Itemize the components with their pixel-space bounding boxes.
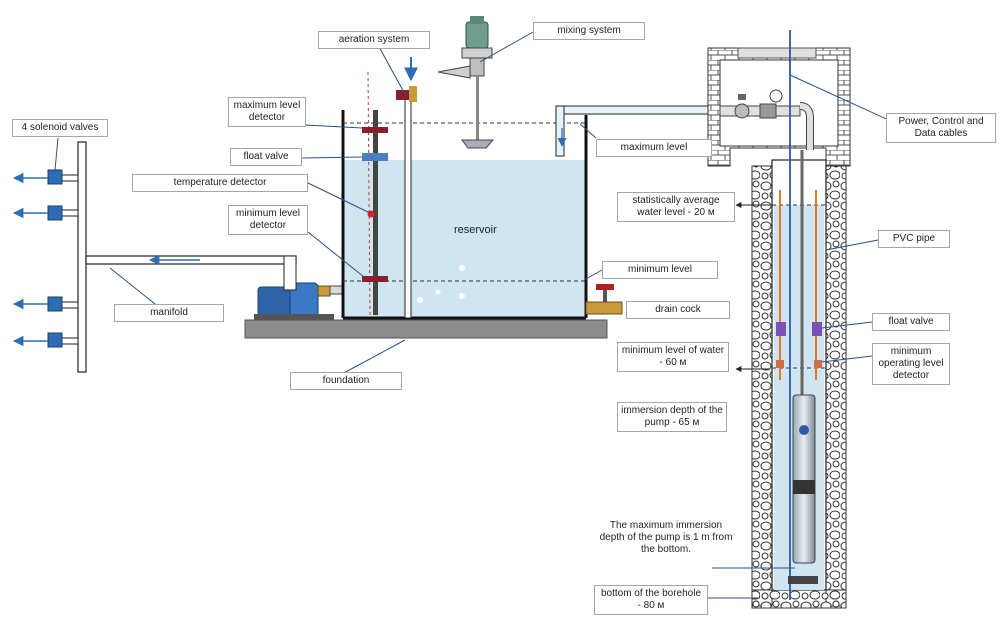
immersion-depth-label: immersion depth of the pump - 65 м: [617, 402, 727, 432]
drain-cock-label: drain cock: [626, 301, 730, 319]
power-control-cables-label: Power, Control and Data cables: [886, 113, 996, 143]
minimum-operating-level-detector-label: minimum operating level detector: [872, 343, 950, 385]
borehole-float-valves: [776, 322, 822, 368]
reservoir-tank: [341, 110, 588, 320]
aeration-pipe: [396, 57, 418, 319]
float-valve-reservoir-label: float valve: [230, 148, 302, 166]
minimum-level-detector-label: minimum level detector: [228, 205, 308, 235]
pvc-pipe-label: PVC pipe: [878, 230, 950, 248]
reservoir-label: reservoir: [454, 224, 497, 236]
maximum-level-detector-label: maximum level detector: [228, 97, 306, 127]
leader-lines: [54, 31, 894, 599]
riser-pipes-and-cables: [779, 30, 817, 600]
manifold-label: manifold: [114, 304, 224, 322]
drain-cock-icon: [585, 284, 623, 315]
inlet-pipe: [555, 105, 737, 157]
float-valve-borehole-label: float valve: [872, 313, 950, 331]
temperature-detector-label: temperature detector: [132, 174, 308, 192]
maximum-level-label: maximum level: [596, 139, 712, 157]
surface-pump-icon: [254, 255, 345, 320]
minimum-level-label: minimum level: [602, 261, 718, 279]
bottom-of-borehole-label: bottom of the borehole - 80 м: [594, 585, 708, 615]
submersible-pump-icon: [788, 394, 818, 584]
mixer-icon: [437, 16, 495, 149]
mixing-system-label: mixing system: [533, 22, 645, 40]
solenoid-valves-label: 4 solenoid valves: [12, 119, 108, 137]
aeration-system-label: aeration system: [318, 31, 430, 49]
average-water-level-label: statistically average water level - 20 м: [617, 192, 735, 222]
minimum-level-water-label: minimum level of water - 60 м: [617, 342, 729, 372]
foundation-slab: [244, 319, 608, 339]
borehole-gravel: [751, 165, 847, 609]
solenoid-valve-icons: [12, 169, 63, 348]
max-immersion-depth-label: The maximum immersion depth of the pump …: [594, 518, 738, 558]
foundation-label: foundation: [290, 372, 402, 390]
wellhead-chamber: [707, 47, 851, 167]
